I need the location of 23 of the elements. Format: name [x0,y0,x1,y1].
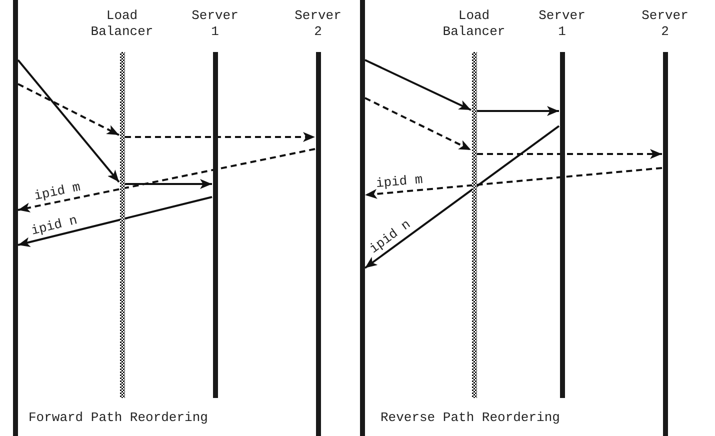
lifeline-label: Server 1 [538,8,586,40]
panel-caption: Forward Path Reordering [26,410,210,425]
lifeline-label: Server 2 [294,8,342,40]
arrow [364,167,662,199]
lifeline-label: Server 2 [640,8,690,40]
lifeline-label: Load Balancer [90,8,154,40]
arrow [18,148,316,212]
arrow [364,59,472,111]
edge-label: ipid m [376,172,424,191]
arrow [125,179,212,189]
arrow [18,83,120,136]
lifeline-label: Server 1 [190,8,240,40]
arrow [477,106,559,116]
arrow [364,97,472,151]
edge-label: ipid n [30,213,79,238]
arrow [125,132,315,142]
arrow [18,196,212,247]
panel-caption: Reverse Path Reordering [378,410,562,425]
lifeline-label: Load Balancer [442,8,506,40]
arrow [17,59,120,183]
arrow [364,125,560,269]
arrow [477,149,662,159]
edge-label: ipid m [33,180,82,204]
